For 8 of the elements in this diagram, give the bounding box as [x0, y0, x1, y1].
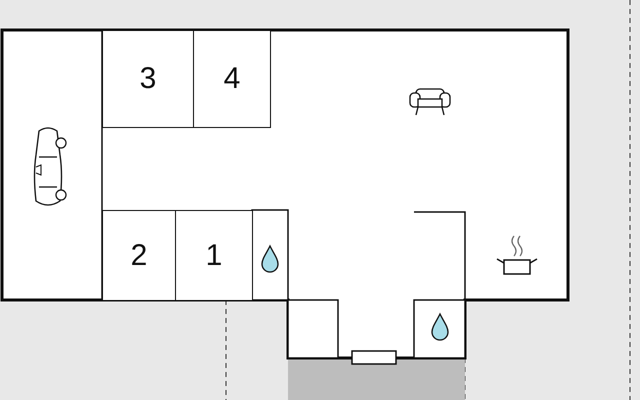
bedroom — [193, 30, 271, 128]
room-number: 2 — [130, 240, 148, 270]
bedroom — [102, 210, 176, 301]
bedroom — [175, 210, 253, 301]
bedroom — [102, 30, 194, 128]
room-number: 4 — [224, 64, 240, 94]
room-number: 1 — [206, 240, 222, 270]
room-number: 3 — [140, 64, 156, 94]
